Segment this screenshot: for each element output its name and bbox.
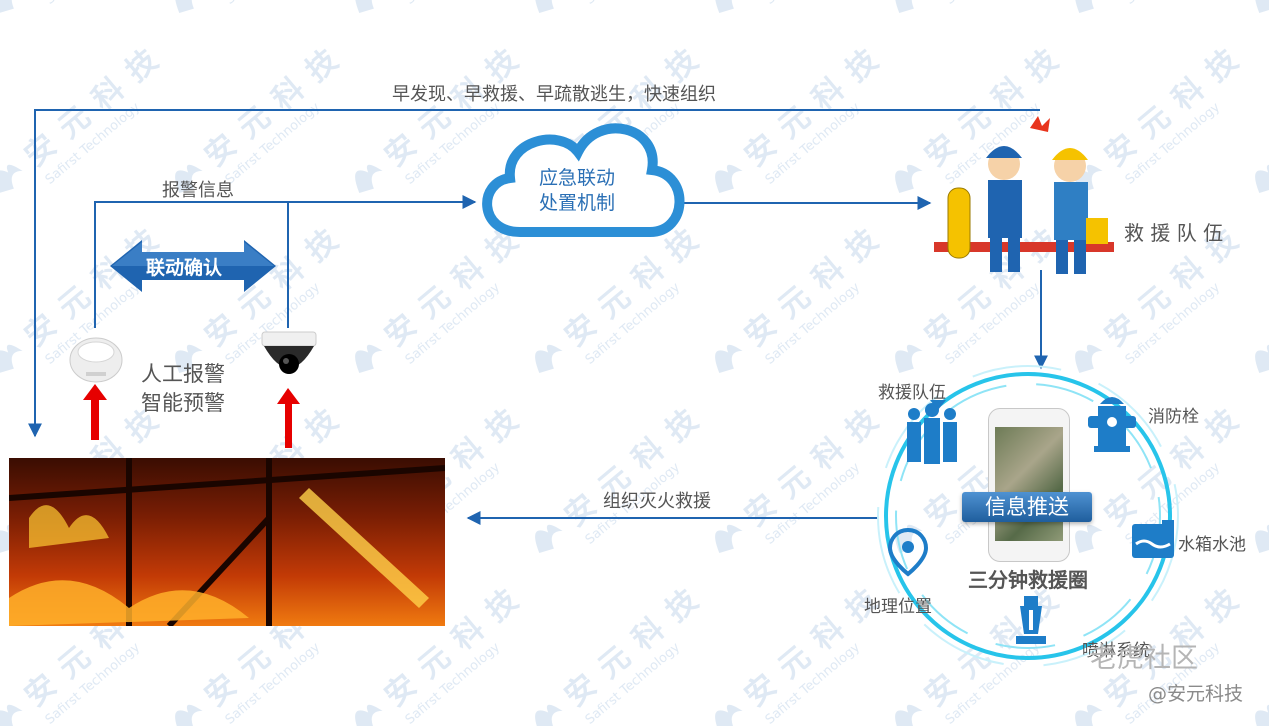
circle-item-hydrant: 消防栓 [1148,407,1199,427]
watermark-logo-icon [355,344,383,373]
smart-warning-label: 智能预警 [141,391,225,415]
red-up-arrows [83,384,300,448]
watermark-logo-icon [715,164,743,193]
team-people-icon [907,400,957,464]
map-screen [995,427,1063,541]
rescue-circle-rings [877,365,1179,667]
circle-title: 三分钟救援圈 [968,568,1088,592]
cloud-line-2: 处置机制 [538,192,615,214]
watermark-logo-icon [175,0,203,13]
info-push-box: 信息推送 [962,492,1092,522]
circle-item-sprinkler: 喷淋系统 [1082,641,1150,661]
watermark-logo-icon [895,0,923,13]
watermark-logo-icon [0,164,23,193]
watermark-logo-icon [175,164,203,193]
watermark-logo-icon [1075,344,1103,373]
watermark-logo-icon [0,344,23,373]
cloud-line-1: 应急联动 [538,167,615,189]
manual-alarm-label: 人工报警 [141,362,225,386]
water-tank-icon [1132,520,1174,558]
fire-hydrant-icon [1088,397,1136,452]
watermark-logo-icon [535,0,563,13]
watermark-logo-icon [535,524,563,553]
flow-label-top: 早发现、早救援、早疏散逃生，快速组织 [392,84,716,105]
dome-camera-icon [261,331,317,374]
watermark-logo-icon [1075,524,1103,553]
watermark-logo-icon [355,164,383,193]
rescue-team-icon [934,116,1114,274]
watermark-logo-icon [715,0,743,13]
top-feedback-line [28,109,1040,438]
smoke-detector-icon [69,337,123,383]
circle-item-team: 救援队伍 [878,383,946,403]
cloud-label: 应急联动 处置机制 [512,166,642,216]
brand-community: 老虎社区 [1090,643,1198,674]
watermark-logo-icon [895,164,923,193]
organize-firefight-label: 组织灭火救援 [603,491,711,512]
smartphone-icon [988,408,1070,562]
rescue-team-label: 救 援 队 伍 [1124,221,1224,245]
linkage-confirm-label: 联动确认 [146,257,223,279]
watermark-logo-icon [715,524,743,553]
watermark-logo-icon [535,344,563,373]
alarm-line-detector [94,195,477,328]
location-pin-icon [888,528,928,577]
watermark-logo-icon [715,344,743,373]
watermark-logo-icon [1255,0,1269,13]
circle-item-water-tank: 水箱水池 [1178,535,1246,555]
alarm-info-label: 报警信息 [162,180,234,201]
watermark-logo-icon [895,344,923,373]
linkage-double-arrow [110,240,276,292]
cloud-shape [482,123,685,237]
burning-warehouse-image [8,458,446,629]
circle-item-location: 地理位置 [864,597,932,617]
watermark-logo-icon [1075,0,1103,13]
watermark-logo-icon [355,0,383,13]
sprinkler-icon [1016,596,1046,644]
watermark-logo-icon [175,344,203,373]
brand-handle: @安元科技 [1147,683,1243,705]
watermark-logo-icon [0,0,23,13]
